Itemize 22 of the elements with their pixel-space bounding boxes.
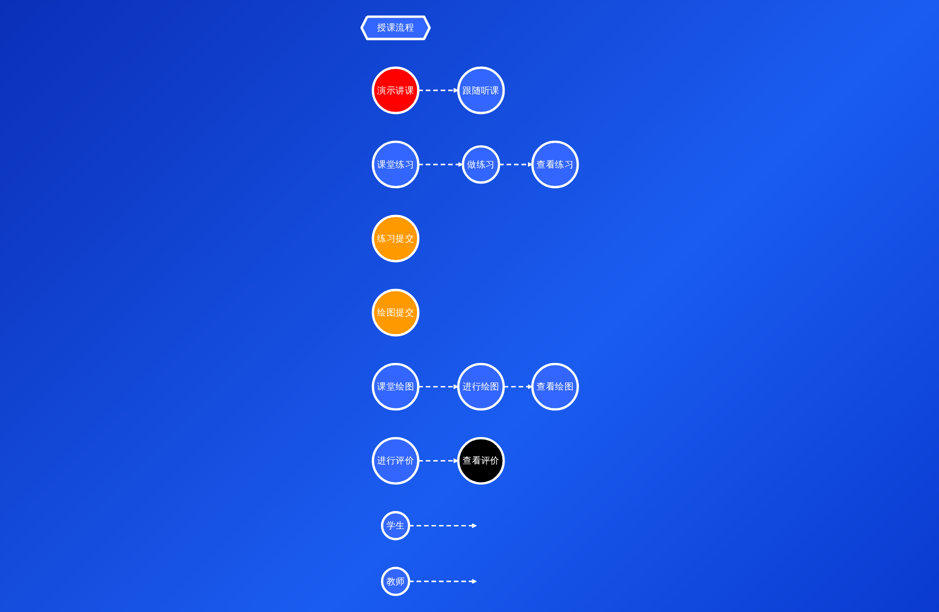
node-circle: 查看评价 — [456, 437, 505, 485]
node-circle: 课堂练习 — [372, 140, 420, 189]
arrow — [418, 162, 463, 168]
node-circle: 学生 — [380, 511, 410, 541]
node-circle: 演示讲课 — [372, 66, 420, 114]
node-circle: 绘图提交 — [372, 289, 420, 337]
arrow — [408, 579, 477, 584]
node-circle: 做练习 — [462, 145, 500, 184]
node-circle: 进行绘图 — [456, 363, 505, 411]
node-circle: 查看绘图 — [531, 363, 579, 411]
node-circle: 查看练习 — [531, 140, 579, 189]
node-circle: 进行评价 — [372, 437, 420, 485]
arrow — [408, 523, 477, 528]
node-circle: 课堂绘图 — [372, 363, 420, 411]
node-circle: 教师 — [380, 567, 410, 596]
arrow — [418, 384, 458, 390]
node-circle: 跟随听课 — [456, 66, 505, 114]
arrow — [418, 458, 458, 464]
arrow — [498, 162, 532, 168]
node-circle: 练习提交 — [372, 214, 420, 263]
arrow — [504, 384, 532, 390]
arrow — [418, 88, 458, 94]
